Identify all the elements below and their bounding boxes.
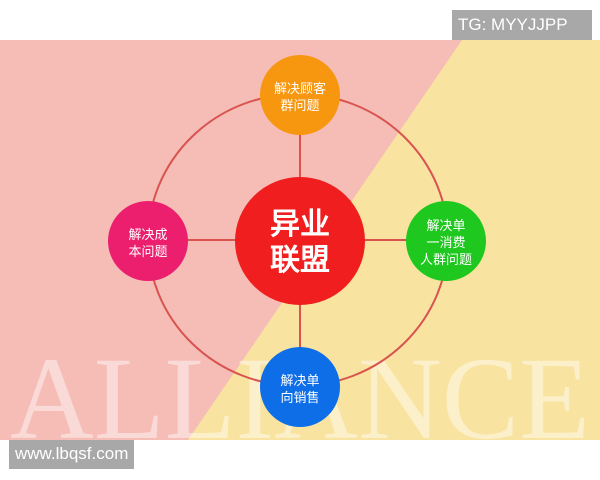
right-label-1: 解决单 (426, 219, 465, 234)
watermark-top: TG: MYYJJPP (452, 10, 592, 40)
left-node: 解决成 本问题 (108, 201, 188, 281)
right-node: 解决单 一消费 人群问题 (406, 201, 486, 281)
bottom-label-1: 解决单 (280, 374, 319, 389)
watermark-bottom: www.lbqsf.com (9, 440, 135, 469)
bottom-node: 解决单 向销售 (260, 347, 340, 427)
diagram: ALLIANCE 异业 联盟 解决顾客 群问题 解决成 本问题 解决单 一消费 … (0, 40, 600, 464)
top-label-1: 解决顾客 (274, 81, 326, 97)
left-label-2: 本问题 (128, 245, 167, 260)
left-label-1: 解决成 (128, 228, 167, 243)
right-label-3: 人群问题 (420, 253, 472, 268)
right-label-2: 一消费 (426, 236, 465, 251)
top-node: 解决顾客 群问题 (260, 55, 340, 135)
alliance-diagram: ALLIANCE 异业 联盟 解决顾客 群问题 解决成 本问题 解决单 一消费 … (0, 40, 600, 464)
center-node: 异业 联盟 (235, 177, 365, 305)
center-label-2: 联盟 (270, 243, 330, 278)
top-label-2: 群问题 (280, 99, 319, 114)
bottom-label-2: 向销售 (280, 390, 319, 406)
center-label-1: 异业 (270, 207, 330, 242)
